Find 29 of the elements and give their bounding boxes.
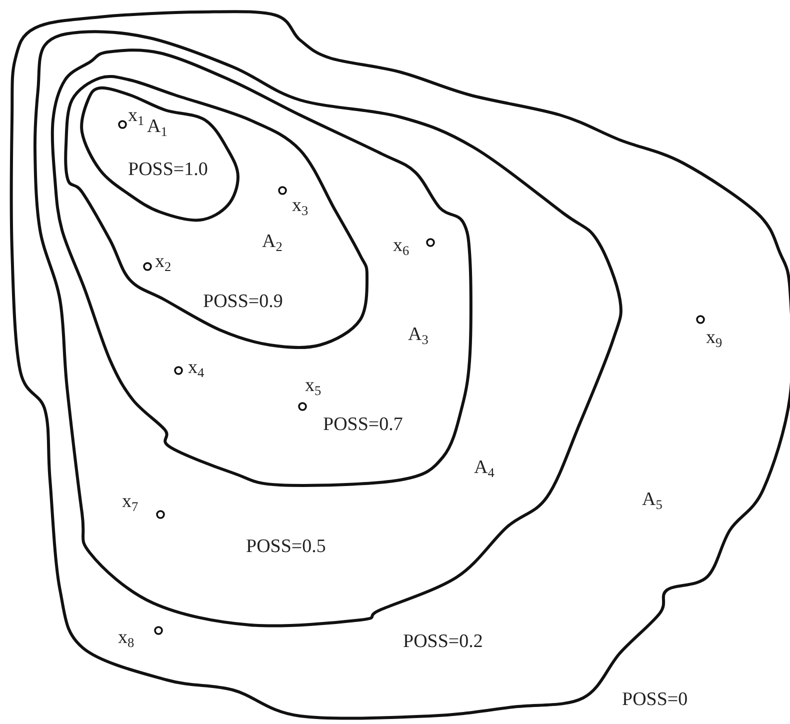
point-label: x$_{7}$ [122,492,138,513]
possibility-label: POSS=0.5 [246,537,326,558]
point-label: x$_{4}$ [188,358,204,379]
region-name: A$_{4}$ [474,458,494,479]
point-marker [172,364,184,376]
point-marker [142,260,152,272]
region-name: A$_{1}$ [147,117,168,138]
point-label: x$_{3}$ [292,196,308,217]
possibility-label: POSS=0.9 [203,292,283,313]
point-label: x$_{2}$ [155,252,172,273]
point-label: x$_{8}$ [118,628,134,649]
region-name: A$_{3}$ [408,325,428,346]
region-name: A$_{5}$ [642,490,662,511]
point-marker [152,624,164,636]
point-marker [154,508,166,520]
possibility-label: POSS=0.7 [323,415,403,436]
point-label: x$_{5}$ [305,376,322,397]
possibility-label: POSS=0 [622,690,688,711]
point-marker [296,400,308,412]
point-marker [276,184,288,196]
point-marker [694,314,706,324]
point-label: x$_{1}$ [128,106,144,127]
point-label: x$_{9}$ [706,328,722,349]
point-marker [116,118,128,130]
region-name: A$_{2}$ [262,232,282,253]
point-marker [424,236,436,248]
possibility-label: POSS=1.0 [128,160,208,181]
possibility-label: POSS=0.2 [403,632,483,653]
point-label: x$_{6}$ [393,236,410,257]
